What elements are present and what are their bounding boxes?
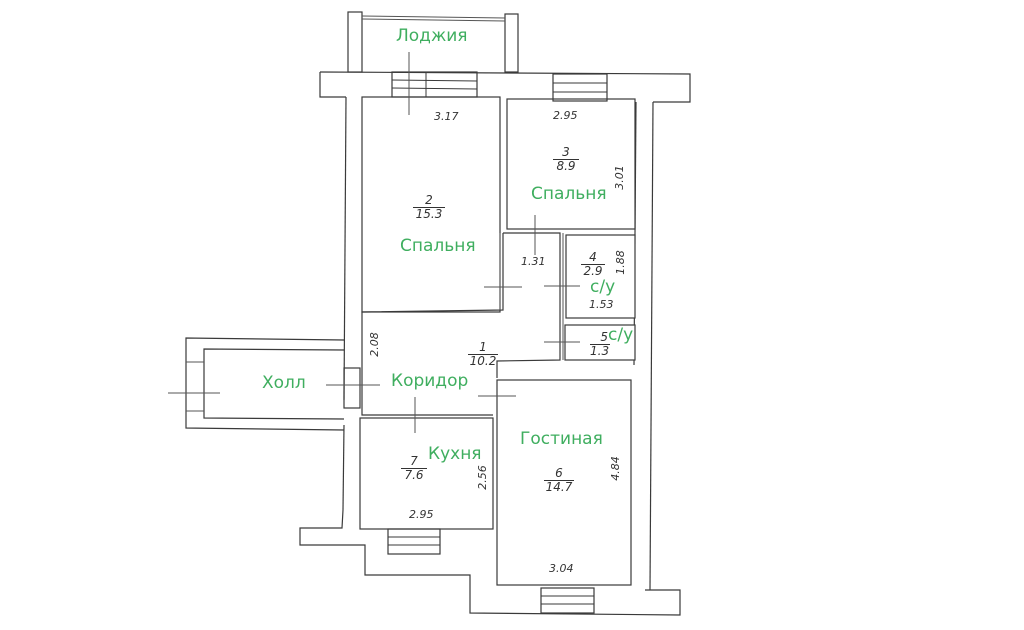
corridor-partitions [361,232,564,416]
room-4-area: 4 2.9 [581,251,605,277]
room-1-number: 1 [479,340,487,354]
room-1-area-value: 10.2 [468,353,498,368]
room-5-area: 5 1.3 [590,331,610,357]
room-3-number: 3 [553,146,579,160]
room-7-number: 7 [401,455,427,469]
label-room-1: Коридор [391,371,469,391]
dim-room-4-height: 1.88 [613,250,627,275]
leader-lines [326,52,580,433]
dim-corridor-height: 2.08 [367,332,381,357]
room-4-outline [565,234,636,319]
room-7-area-value: 7.6 [404,467,424,482]
dim-room-7-height: 2.56 [475,465,489,490]
room-2-outline [361,96,501,313]
dim-room-6-width: 3.04 [549,562,574,575]
dim-room-6-height: 4.84 [608,456,622,481]
label-room-2: Спальня [400,236,476,256]
label-hall: Холл [262,373,306,393]
room-2-area-value: 15.3 [415,206,443,221]
room-7-area: 7 7.6 [401,455,427,481]
room-6-area-value: 14.7 [545,479,573,494]
room-3-area: 3 8.9 [553,146,579,172]
room-2-area: 2 15.3 [413,194,445,220]
room-1-area: 1 10.2 [468,341,498,367]
room-5-area-value: 1.3 [590,343,610,358]
room-7-outline [359,417,494,530]
hall-walls [168,337,361,431]
dim-room-3-height: 3.01 [612,165,626,190]
label-room-4: с/у [590,277,616,297]
dim-room-4-width: 1.53 [589,298,614,311]
label-loggia: Лоджия [396,26,468,46]
room-3-area-value: 8.9 [556,158,576,173]
room-2-number: 2 [413,194,445,208]
label-room-6: Гостиная [520,429,603,449]
label-room-7: Кухня [428,444,482,464]
room-6-outline [496,379,632,586]
dim-room-3-width: 2.95 [553,109,578,122]
room-4-area-value: 2.9 [583,263,603,278]
room-6-area: 6 14.7 [544,467,574,493]
room-3-outline [506,98,636,230]
dim-room-7-width: 2.95 [409,508,434,521]
room-5-number: 5 [590,331,610,345]
room-6-number: 6 [544,467,574,481]
dim-room-2-width: 3.17 [434,110,459,123]
dim-corridor-width: 1.31 [521,255,546,268]
windows [387,71,608,614]
label-room-5: с/у [608,325,634,345]
label-room-3: Спальня [531,184,607,204]
outer-walls [299,71,691,616]
room-4-number: 4 [581,251,605,265]
